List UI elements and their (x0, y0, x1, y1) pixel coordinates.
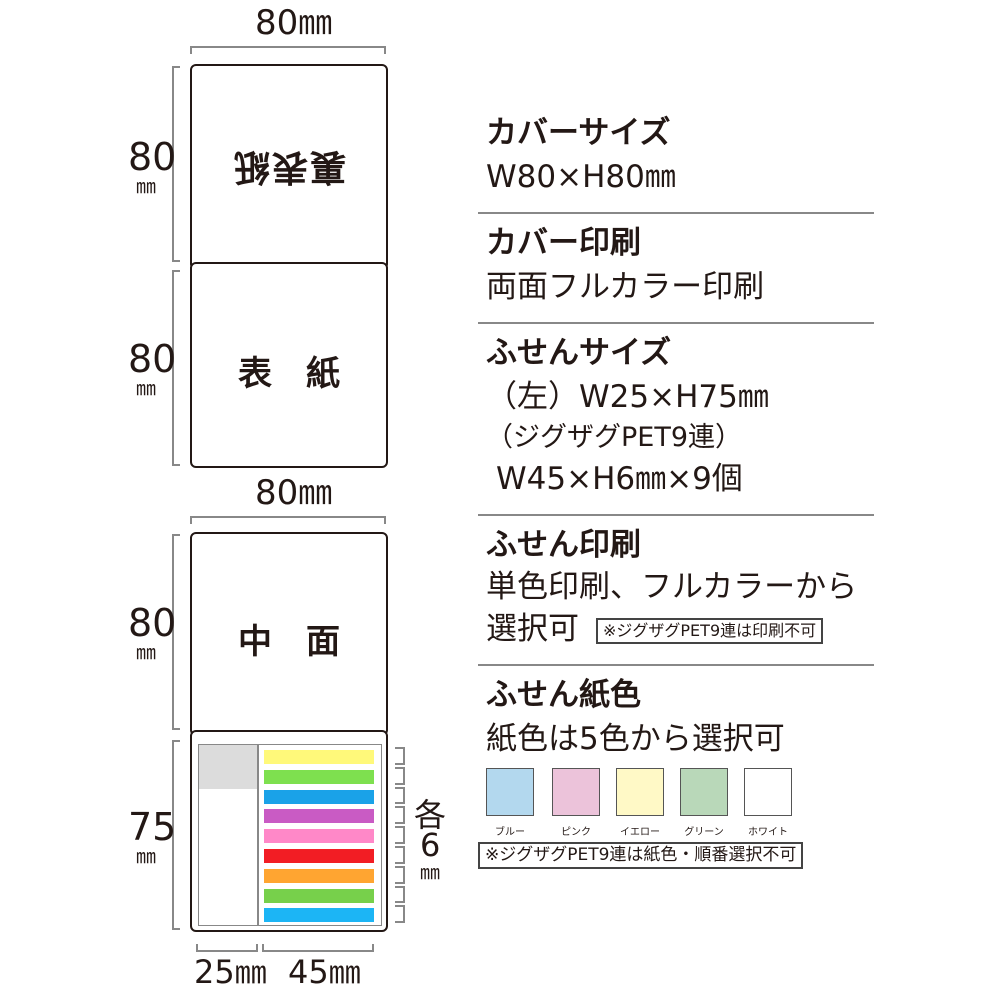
paper-color-swatch-label: イエロー (620, 827, 660, 838)
each-height-tick (395, 905, 405, 924)
dimension-width-right-sticky-label: 45㎜ (288, 953, 361, 991)
zigzag-stripe (264, 888, 374, 903)
each-height-tick (395, 826, 405, 844)
dimension-height-front-label: 80 (128, 337, 177, 381)
paper-color-swatch-label: ブルー (495, 827, 525, 838)
cover-size-value: W80×H80㎜ (486, 159, 676, 195)
dimension-height-back-unit: ㎜ (136, 174, 156, 198)
dimension-width-top-label: 80㎜ (255, 3, 333, 43)
dimension-height-sticky-label: 75 (128, 805, 177, 849)
dimension-width-middle-label: 80㎜ (255, 473, 333, 513)
paper-color-swatch (616, 768, 664, 816)
dimension-width-middle-line (190, 516, 386, 524)
back-cover-panel: 裏表紙 (190, 64, 388, 270)
front-cover-panel: 表 紙 (190, 262, 388, 468)
sticky-size-line1: （左）W25×H75㎜ (486, 379, 769, 415)
dimension-width-left-sticky-label: 25㎜ (194, 953, 267, 991)
front-cover-label: 表 紙 (238, 354, 340, 394)
cover-print-heading: カバー印刷 (486, 225, 641, 261)
separator-4 (478, 664, 874, 666)
paper-color-line1: 紙色は5色から選択可 (486, 721, 785, 757)
dimension-width-top-line (190, 46, 386, 54)
zigzag-stripe (264, 849, 374, 863)
cover-size-heading: カバーサイズ (486, 115, 671, 151)
paper-color-swatch (680, 768, 728, 816)
dimension-height-back-line (172, 66, 180, 262)
paper-color-swatch-label: グリーン (684, 827, 724, 838)
dimension-height-sticky-unit: ㎜ (136, 844, 156, 868)
sticky-print-line2: 選択可 (486, 611, 579, 647)
paper-color-note: ※ジグザグPET9連は紙色・順番選択不可 (478, 842, 804, 869)
separator-2 (478, 322, 874, 324)
dimension-width-right-sticky-line (262, 944, 374, 952)
zigzag-stripe (264, 769, 374, 784)
inner-panel: 中 面 (190, 532, 388, 736)
sticky-size-heading: ふせんサイズ (486, 335, 672, 371)
sticky-print-note: ※ジグザグPET9連は印刷不可 (596, 618, 824, 644)
dimension-height-front-unit: ㎜ (136, 376, 156, 400)
sticky-right-frame (258, 744, 382, 926)
inner-label: 中 面 (238, 622, 340, 662)
dimension-height-inner-unit: ㎜ (136, 640, 156, 664)
paper-color-swatch-label: ピンク (561, 827, 591, 838)
zigzag-stripe (264, 829, 374, 844)
dimension-height-sticky-line (172, 740, 180, 930)
zigzag-stripe (264, 750, 374, 764)
zigzag-stripe (264, 789, 374, 804)
cover-print-value: 両面フルカラー印刷 (486, 269, 765, 305)
paper-color-swatch (744, 768, 792, 816)
dimension-height-inner-line (172, 534, 180, 730)
each-height-tick (395, 747, 405, 765)
each-label-unit: ㎜ (420, 860, 440, 884)
separator-1 (478, 212, 874, 214)
dimension-width-left-sticky-line (196, 944, 258, 952)
each-height-tick (395, 865, 405, 884)
sticky-left-gray-box (199, 745, 257, 789)
paper-color-swatch (552, 768, 600, 816)
separator-3 (478, 514, 874, 516)
dimension-height-back-label: 80 (128, 135, 177, 179)
zigzag-stripe (264, 908, 374, 923)
each-height-tick (395, 786, 405, 805)
paper-color-swatch-label: ホワイト (748, 827, 788, 838)
each-label-top: 各 (414, 796, 447, 834)
each-height-tick (395, 766, 405, 785)
each-height-tick (395, 846, 405, 864)
zigzag-stripe (264, 809, 374, 824)
paper-color-heading: ふせん紙色 (486, 677, 641, 713)
sticky-print-line1: 単色印刷、フルカラーから (486, 569, 858, 605)
sticky-print-heading: ふせん印刷 (486, 527, 641, 563)
each-label-value: 6 (420, 826, 441, 864)
back-cover-label: 裏表紙 (232, 146, 347, 187)
each-height-tick (395, 885, 405, 904)
dimension-height-front-line (172, 270, 180, 466)
each-height-tick (395, 806, 405, 825)
paper-color-swatch (486, 768, 534, 816)
sticky-size-line2: （ジグザグPET9連） (486, 422, 743, 453)
dimension-height-inner-label: 80 (128, 601, 177, 645)
zigzag-stripe (264, 868, 374, 883)
sticky-size-line3: W45×H6㎜×9個 (496, 461, 743, 497)
